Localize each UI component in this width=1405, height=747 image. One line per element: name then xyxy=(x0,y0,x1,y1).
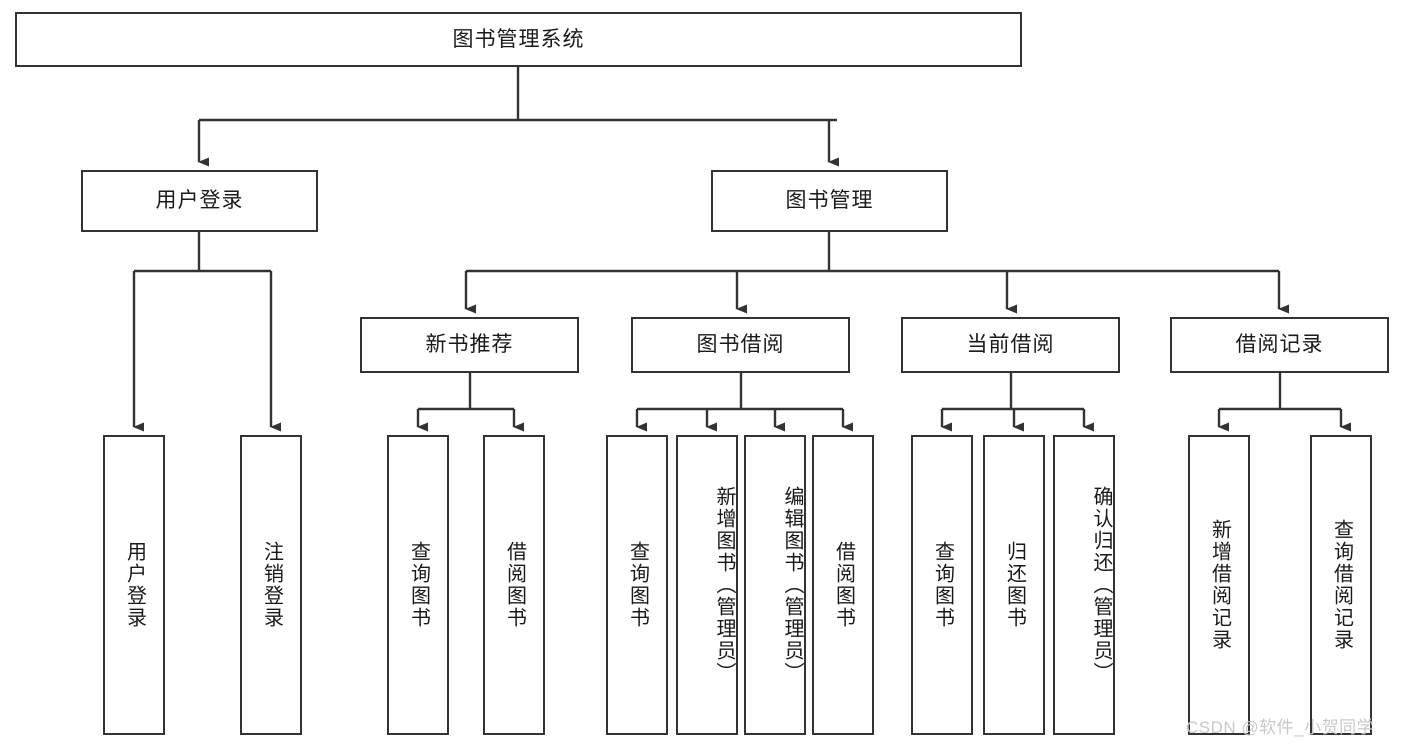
leaf-query-book-current[interactable]: 查询图书 xyxy=(911,435,973,735)
leaf-edit-book-admin[interactable]: 编辑图书（管理员） xyxy=(744,435,806,735)
node-book-borrow-label: 图书借阅 xyxy=(696,333,785,357)
node-current-borrow-label: 当前借阅 xyxy=(966,333,1055,357)
leaf-confirm-return-admin[interactable]: 确认归还（管理员） xyxy=(1053,435,1115,735)
leaf-logout-label: 注销登录 xyxy=(260,541,283,629)
leaf-query-book-recommend[interactable]: 查询图书 xyxy=(387,435,449,735)
leaf-add-borrow-record[interactable]: 新增借阅记录 xyxy=(1188,435,1250,735)
leaf-query-book-borrow-label: 查询图书 xyxy=(626,541,649,629)
node-book-management[interactable]: 图书管理 xyxy=(711,170,948,232)
leaf-add-borrow-record-label: 新增借阅记录 xyxy=(1208,519,1231,651)
node-user-login-label: 用户登录 xyxy=(155,189,244,213)
leaf-logout[interactable]: 注销登录 xyxy=(240,435,302,735)
node-root[interactable]: 图书管理系统 xyxy=(15,12,1022,67)
node-book-management-label: 图书管理 xyxy=(785,189,874,213)
node-new-book-recommend[interactable]: 新书推荐 xyxy=(360,317,579,373)
node-root-label: 图书管理系统 xyxy=(452,27,585,51)
node-borrow-records-label: 借阅记录 xyxy=(1235,333,1324,357)
leaf-user-login[interactable]: 用户登录 xyxy=(103,435,165,735)
leaf-return-book-label: 归还图书 xyxy=(1003,541,1026,629)
leaf-borrow-book-recommend[interactable]: 借阅图书 xyxy=(483,435,545,735)
leaf-query-borrow-record[interactable]: 查询借阅记录 xyxy=(1310,435,1372,735)
leaf-lend-book[interactable]: 借阅图书 xyxy=(812,435,874,735)
leaf-query-book-borrow[interactable]: 查询图书 xyxy=(606,435,668,735)
node-book-borrow[interactable]: 图书借阅 xyxy=(631,317,850,373)
node-borrow-records[interactable]: 借阅记录 xyxy=(1170,317,1389,373)
node-new-book-recommend-label: 新书推荐 xyxy=(425,333,514,357)
node-user-login[interactable]: 用户登录 xyxy=(81,170,318,232)
leaf-query-borrow-record-label: 查询借阅记录 xyxy=(1330,519,1353,651)
leaf-query-book-current-label: 查询图书 xyxy=(931,541,954,629)
node-current-borrow[interactable]: 当前借阅 xyxy=(901,317,1120,373)
leaf-return-book[interactable]: 归还图书 xyxy=(983,435,1045,735)
leaf-add-book-admin[interactable]: 新增图书（管理员） xyxy=(676,435,738,735)
watermark: CSDN @软件_小贺同学 xyxy=(1186,718,1375,737)
leaf-user-login-label: 用户登录 xyxy=(123,541,146,629)
leaf-edit-book-admin-label: 编辑图书（管理员） xyxy=(781,486,803,684)
leaf-lend-book-label: 借阅图书 xyxy=(832,541,855,629)
leaf-confirm-return-admin-label: 确认归还（管理员） xyxy=(1090,486,1112,684)
leaf-add-book-admin-label: 新增图书（管理员） xyxy=(713,486,735,684)
leaf-borrow-book-recommend-label: 借阅图书 xyxy=(503,541,526,629)
leaf-query-book-recommend-label: 查询图书 xyxy=(407,541,430,629)
